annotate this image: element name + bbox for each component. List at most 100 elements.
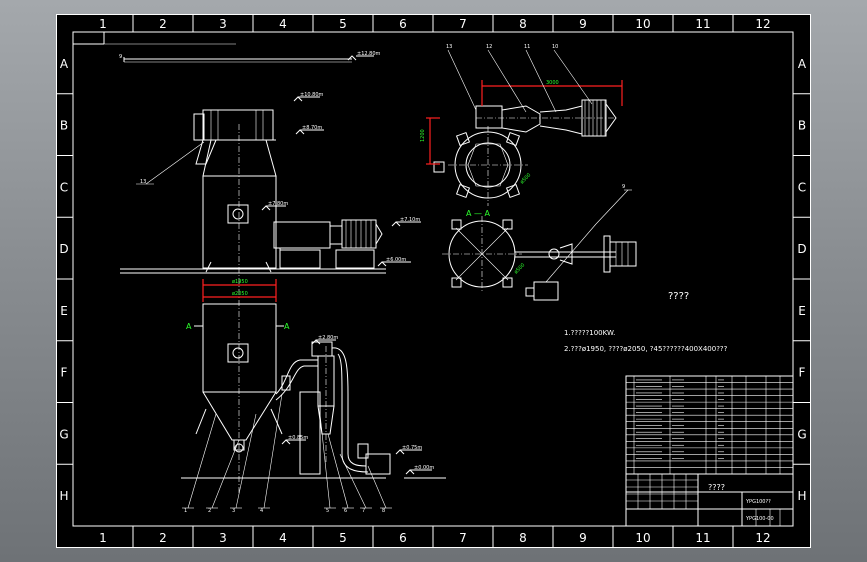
title-code: YPG100-00 [745,516,774,522]
elev-5: ±6.00m [386,257,406,263]
col-label-bottom-6: 6 [399,531,407,545]
col-label-top-2: 2 [159,17,167,31]
row-label-right-F: F [799,366,806,380]
dim-rotor-1: ø500 [519,172,532,185]
elev-1: ±10.80m [300,92,324,98]
elev-3: ±7.80m [268,201,288,207]
col-label-bottom-12: 12 [755,531,770,545]
col-label-bottom-10: 10 [635,531,650,545]
col-label-bottom-4: 4 [279,531,287,545]
col-label-bottom-9: 9 [579,531,587,545]
leader-top-3: 11 [524,44,530,50]
dim-duct-height: 1200 [420,129,426,142]
title-name: ???? [708,483,725,492]
elev-9: ±0.00m [414,465,434,471]
row-label-right-A: A [798,57,807,71]
row-label-left-E: E [60,304,68,318]
row-label-right-C: C [798,180,806,194]
plan-view-upper: 3000 1200 ø500 13 12 11 10 [420,44,623,206]
row-label-left-D: D [59,242,68,256]
corner-tag-frame [73,32,236,45]
plan-view-section: A — A ø500 [442,184,637,301]
dim-rotor-2: ø500 [513,262,526,275]
elev-2: ±8.70m [302,125,322,131]
col-label-top-9: 9 [579,17,587,31]
floor-slab-upper: 9 ±12.80m [119,51,381,63]
elev-4: ±7.10m [400,217,420,223]
cyclone-system [275,341,391,475]
drying-tower [193,109,277,494]
lower-chamber: A A [186,303,290,453]
leader-bottom-2: 2 [208,508,211,514]
col-label-bottom-11: 11 [695,531,710,545]
parts-list [625,375,794,475]
leader-top-4: 10 [552,44,558,50]
col-label-bottom-3: 3 [219,531,227,545]
leader-bottom-6: 6 [344,508,347,514]
leader-top-1: 13 [446,44,452,50]
row-label-left-F: F [61,366,68,380]
leader-bottom-5: 5 [326,508,329,514]
col-label-bottom-7: 7 [459,531,467,545]
leader-bottom-4: 4 [260,508,263,514]
row-label-left-G: G [59,427,68,441]
section-mark-left: A [186,322,192,331]
elev-7: ±0.85m [288,435,308,441]
grid-ticks [56,14,811,548]
col-label-top-8: 8 [519,17,527,31]
floor-slab-middle [120,268,386,274]
leader-mid-label: 9 [622,184,625,190]
notes-line-2: 2.???ø1950, ????ø2050, ?45??????400X400?… [564,345,728,353]
col-label-bottom-1: 1 [99,531,107,545]
row-label-left-C: C [60,180,68,194]
row-label-right-G: G [797,427,806,441]
leader-bottom-1: 1 [184,508,187,514]
col-label-top-5: 5 [339,17,347,31]
elev-top: ±12.80m [357,51,381,57]
section-plan-label: A — A [466,209,491,218]
col-label-top-10: 10 [635,17,650,31]
row-label-left-B: B [60,119,68,133]
notes-block: ???? 1.?????100KW. 2.???ø1950, ????ø2050… [564,291,728,353]
leader-top-2: 12 [486,44,492,50]
row-labels: A A B B C C D D E E F F G G H H [59,57,807,503]
leader-bottom-8: 8 [382,508,385,514]
col-label-top-12: 12 [755,17,770,31]
elevation-marks: ±10.80m ±8.70m ±7.80m ±7.10m ±6.00m ±2.8… [261,92,434,475]
dim-body-2: ø2050 [232,291,248,297]
dim-duct-length: 3000 [546,80,559,86]
row-label-right-D: D [797,242,806,256]
row-label-right-H: H [797,489,806,503]
col-label-top-7: 7 [459,17,467,31]
notes-line-1: 1.?????100KW. [564,329,615,337]
leader-side-label: 13 [140,179,146,185]
row-label-left-H: H [59,489,68,503]
leader-side: 13 [136,141,205,185]
notes-heading: ???? [668,291,689,302]
air-heater-assembly [273,219,383,269]
section-mark-right: A [284,322,290,331]
row-label-left-A: A [60,57,69,71]
col-label-bottom-5: 5 [339,531,347,545]
row-label-right-B: B [798,119,806,133]
col-label-top-11: 11 [695,17,710,31]
col-label-top-1: 1 [99,17,107,31]
body-dimension: ø1950 ø2050 [202,279,277,302]
row-label-right-E: E [798,304,806,318]
title-block: ???? YPG100?? YPG100-00 [625,473,794,527]
leader-bottom-7: 7 [362,508,365,514]
leader-bottom-3: 3 [232,508,235,514]
col-label-top-6: 6 [399,17,407,31]
col-label-top-3: 3 [219,17,227,31]
elev-8: ±0.75m [402,445,422,451]
elev-6: ±2.80m [318,335,338,341]
col-label-bottom-2: 2 [159,531,167,545]
col-label-top-4: 4 [279,17,287,31]
dim-body-1: ø1950 [232,279,248,285]
left-leaders: 1 2 3 4 5 6 7 8 [182,393,392,514]
col-label-bottom-8: 8 [519,531,527,545]
